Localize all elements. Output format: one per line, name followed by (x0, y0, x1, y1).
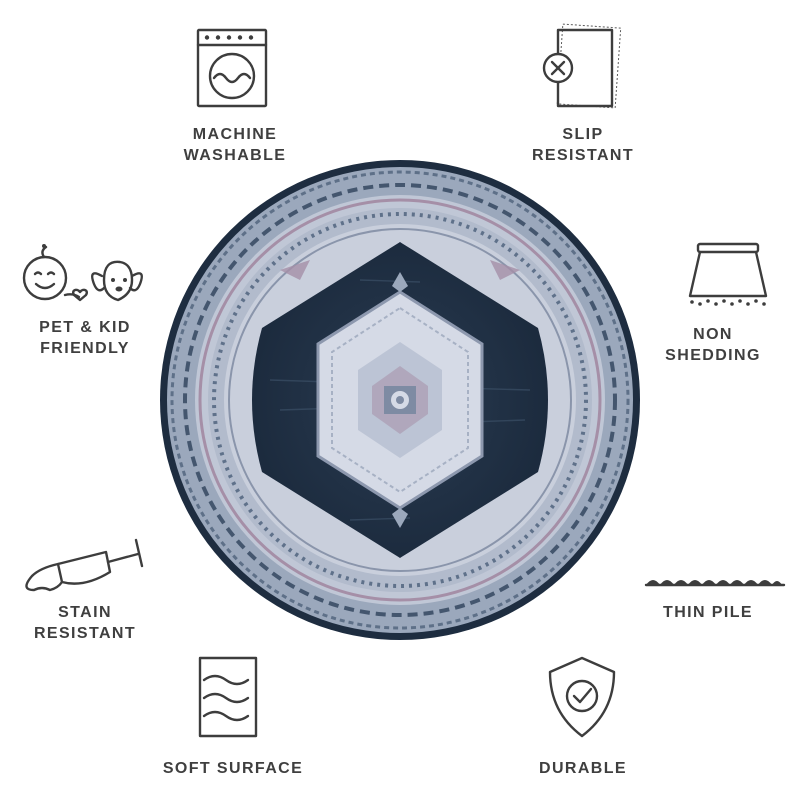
washing-machine-icon (196, 28, 268, 108)
feature-machine-washable: MACHINE WASHABLE (160, 20, 310, 170)
feature-soft-surface: SOFT SURFACE (158, 650, 308, 790)
feature-label: DURABLE (538, 760, 628, 777)
thin-pile-icon (644, 580, 786, 587)
soft-surface-icon (198, 656, 258, 738)
feature-label: SLIP RESISTANT (531, 126, 635, 164)
round-rug-image (160, 160, 640, 640)
slip-resistant-icon (542, 23, 622, 109)
feature-label: SOFT SURFACE (162, 760, 304, 777)
feature-thin-pile: THIN PILE (640, 565, 790, 635)
non-shedding-icon (688, 242, 768, 306)
feature-stain-resistant: STAIN RESISTANT (10, 528, 160, 648)
spilled-glass-icon (25, 538, 144, 592)
shield-check-icon (548, 656, 616, 738)
feature-label: PET & KID FRIENDLY (39, 319, 131, 357)
feature-label: NON SHEDDING (665, 326, 761, 364)
feature-label: MACHINE WASHABLE (183, 126, 287, 164)
kid-and-dog-icon (22, 244, 143, 302)
feature-slip-resistant: SLIP RESISTANT (508, 20, 658, 170)
feature-non-shedding: NON SHEDDING (650, 238, 800, 368)
feature-pet-kid-friendly: PET & KID FRIENDLY (10, 240, 160, 370)
feature-label: STAIN RESISTANT (33, 604, 137, 642)
feature-durable: DURABLE (508, 650, 658, 790)
feature-label: THIN PILE (663, 604, 753, 621)
